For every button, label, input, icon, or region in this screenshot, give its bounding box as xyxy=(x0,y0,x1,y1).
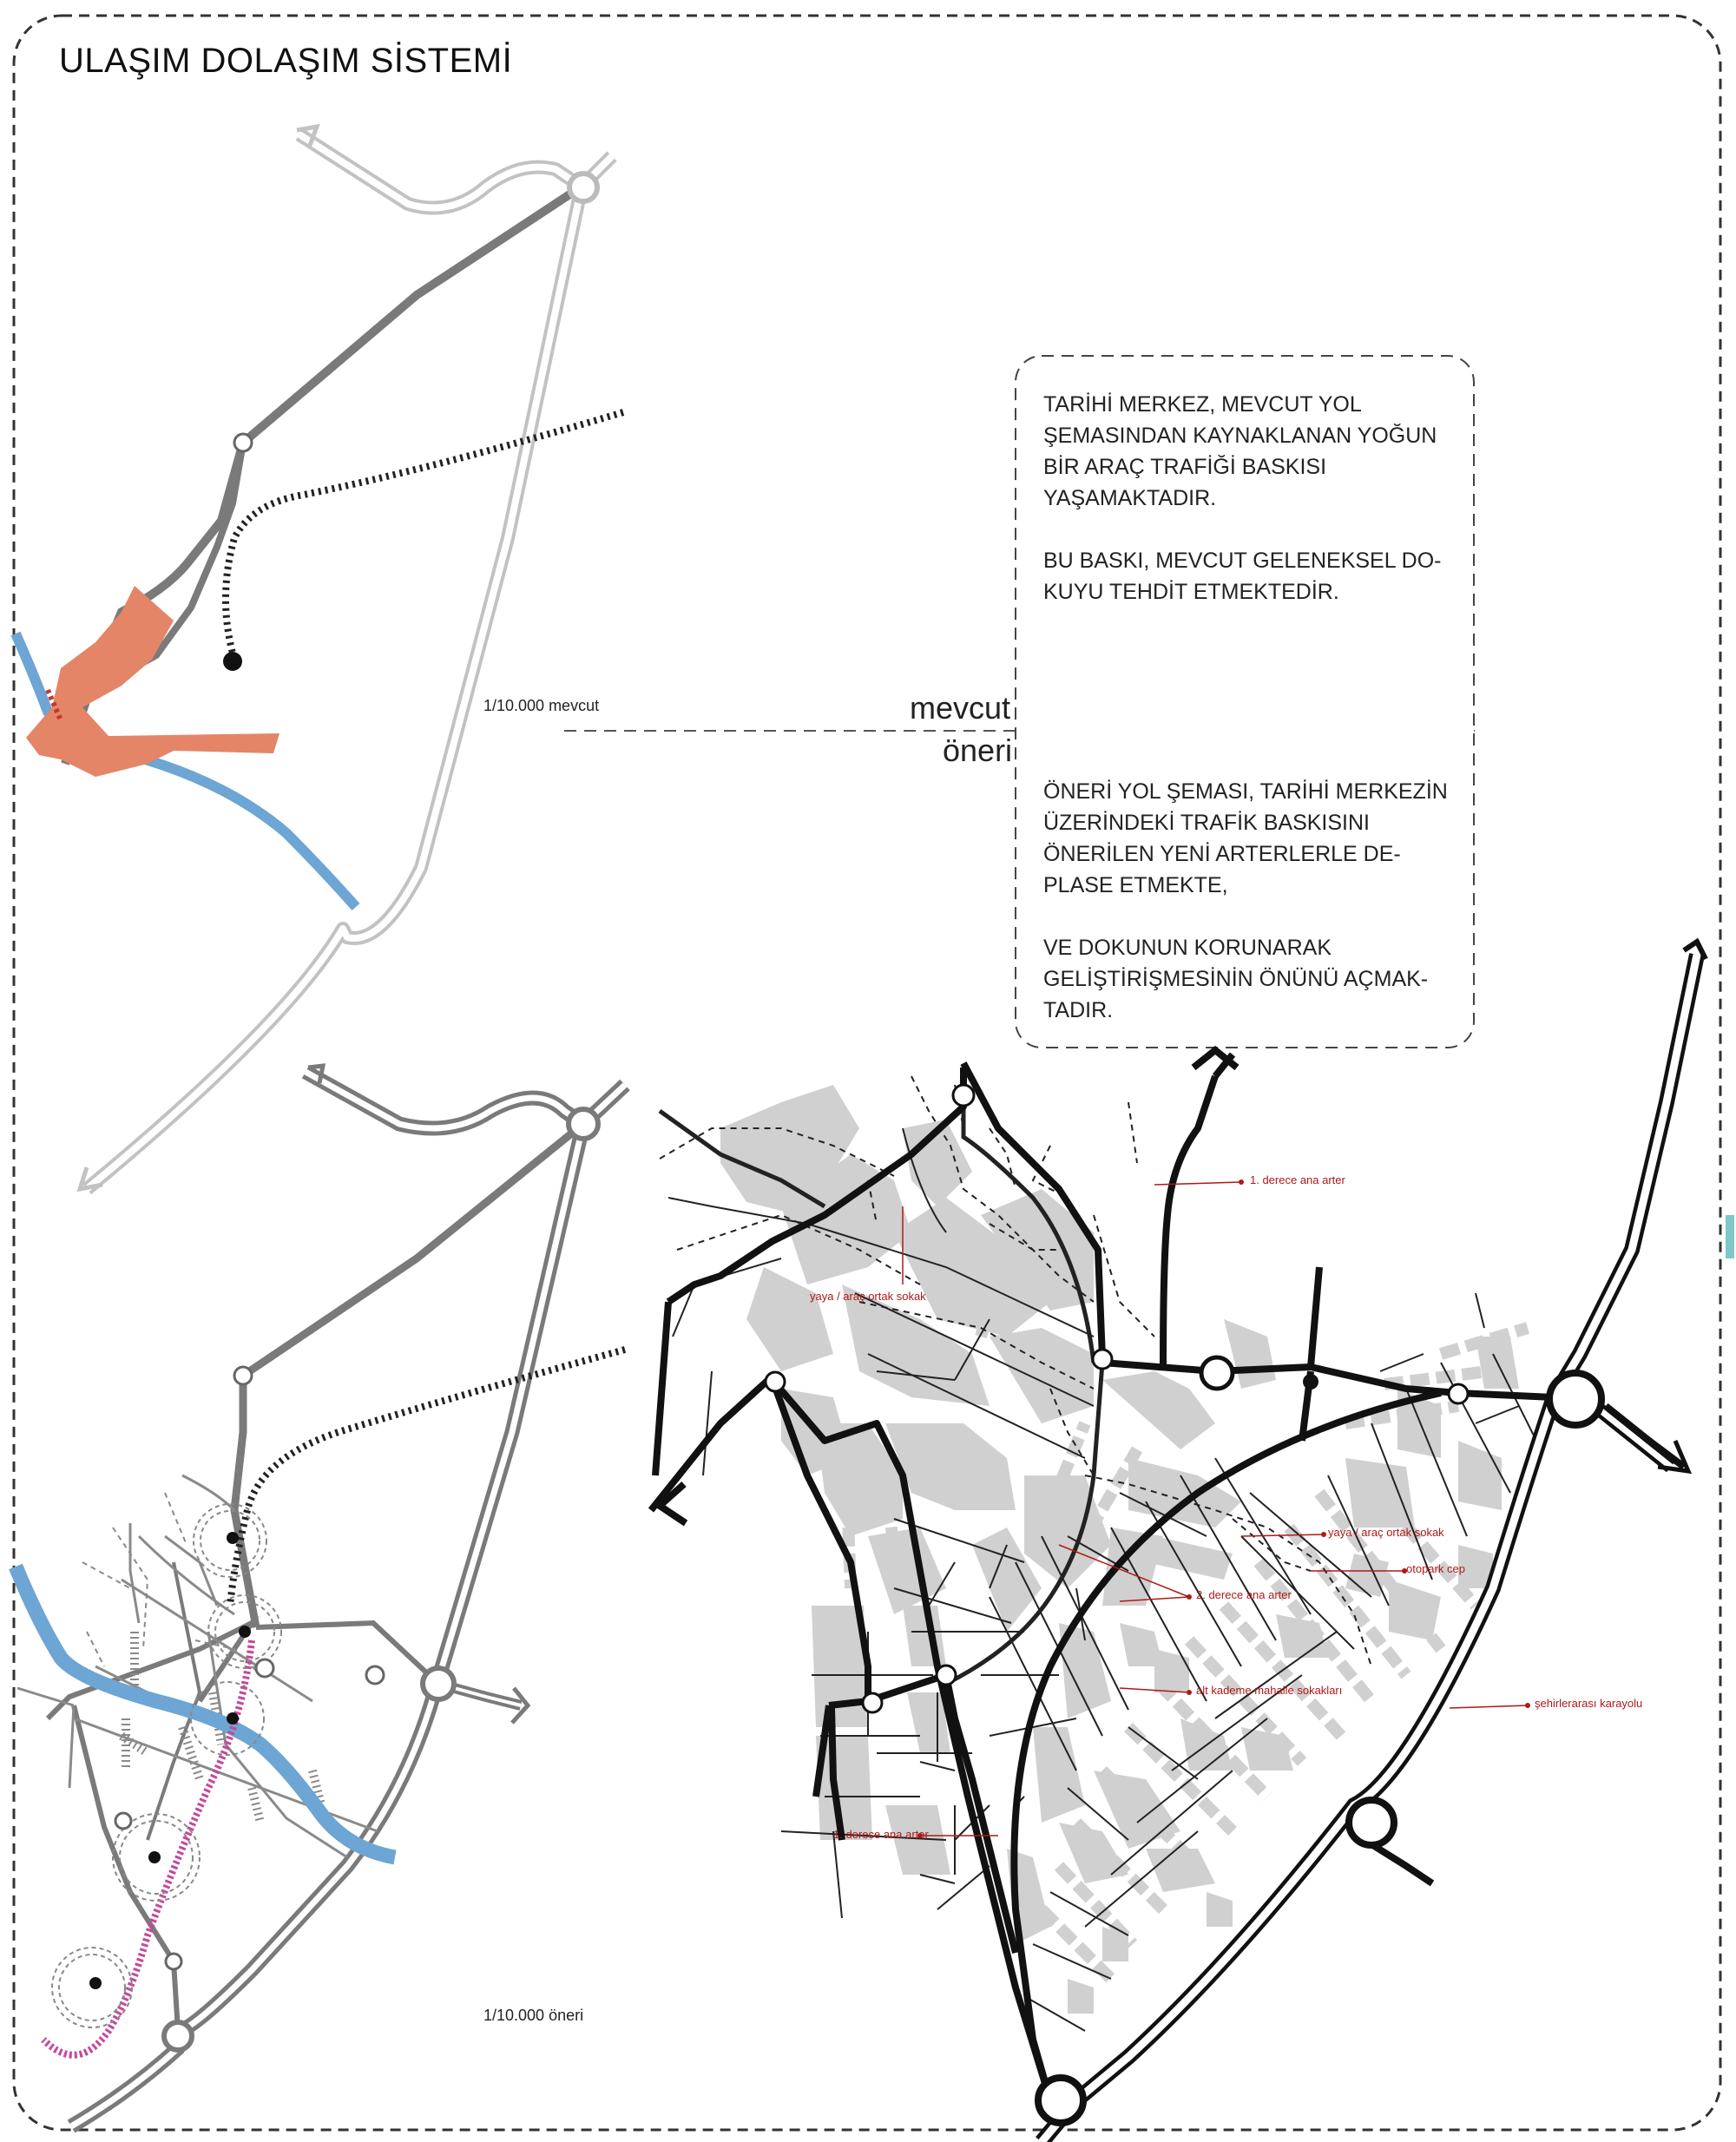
existing-rail xyxy=(222,409,625,661)
proposal-rail-link xyxy=(227,1346,627,1606)
existing-highway-main xyxy=(82,185,589,1195)
major-curved-arterial xyxy=(1010,1390,1442,2040)
label-arterial-2: 2. derece ana arter xyxy=(1196,1588,1292,1601)
label-arterial-1-bottom: 1. derece ana arter xyxy=(833,1828,929,1841)
proposal-schema xyxy=(9,1063,630,2133)
proposal-note: ÖNERİ YOL ŞEMASI, TARİHİ MERKEZİN ÜZERİN… xyxy=(1043,776,1451,1026)
primary-arterial-west xyxy=(769,1377,1054,2102)
label-pedestrian-street-2: yaya / araç ortak sokak xyxy=(1328,1526,1444,1539)
existing-note: TARİHİ MERKEZ, MEVCUT YOL ŞEMASINDAN KAY… xyxy=(1043,389,1451,608)
existing-road xyxy=(61,182,584,765)
proposal-river xyxy=(9,1563,397,1865)
proposal-rail xyxy=(41,1639,255,2059)
existing-node xyxy=(233,432,253,453)
existing-note-para-2: BU BASKI, MEVCUT GELENEKSEL DO-KUYU TEHD… xyxy=(1043,549,1442,604)
existing-note-para-1: TARİHİ MERKEZ, MEVCUT YOL ŞEMASINDAN KAY… xyxy=(1043,392,1437,510)
label-intercity-road: şehirlerarası karayolu xyxy=(1535,1697,1643,1710)
existing-scale-label: 1/10.000 mevcut xyxy=(483,697,600,714)
detail-plan xyxy=(648,937,1708,2142)
proposal-note-para-1: ÖNERİ YOL ŞEMASI, TARİHİ MERKEZİN ÜZERİN… xyxy=(1043,779,1448,897)
label-parking: otopark cep xyxy=(1406,1562,1465,1575)
divider-label-proposal: öneri xyxy=(943,733,1013,768)
label-pedestrian-street-1: yaya / araç ortak sokak xyxy=(810,1290,926,1303)
existing-node-ne xyxy=(567,171,600,204)
proposal-scale-label: 1/10.000 öneri xyxy=(483,2007,584,2024)
existing-map xyxy=(10,123,625,1195)
sheet-frame xyxy=(12,14,1722,2132)
rail-terminus xyxy=(223,652,242,671)
secondary-arterial-2 xyxy=(944,1362,1105,1686)
notes-box xyxy=(1015,355,1475,1048)
historic-center xyxy=(26,586,279,777)
edge-mark xyxy=(1726,1215,1734,1258)
label-neighbourhood-streets: alt kademe mahalle sokakları xyxy=(1196,1684,1343,1697)
label-arterial-1-top: 1. derece ana arter xyxy=(1250,1173,1345,1186)
proposal-note-para-2: VE DOKUNUN KORUNARAK GELİŞTİRİŞMESİNİN Ö… xyxy=(1043,936,1429,1022)
divider-label-existing: mevcut xyxy=(910,690,1011,726)
page-title: ULAŞIM DOLAŞIM SİSTEMİ xyxy=(59,42,513,80)
